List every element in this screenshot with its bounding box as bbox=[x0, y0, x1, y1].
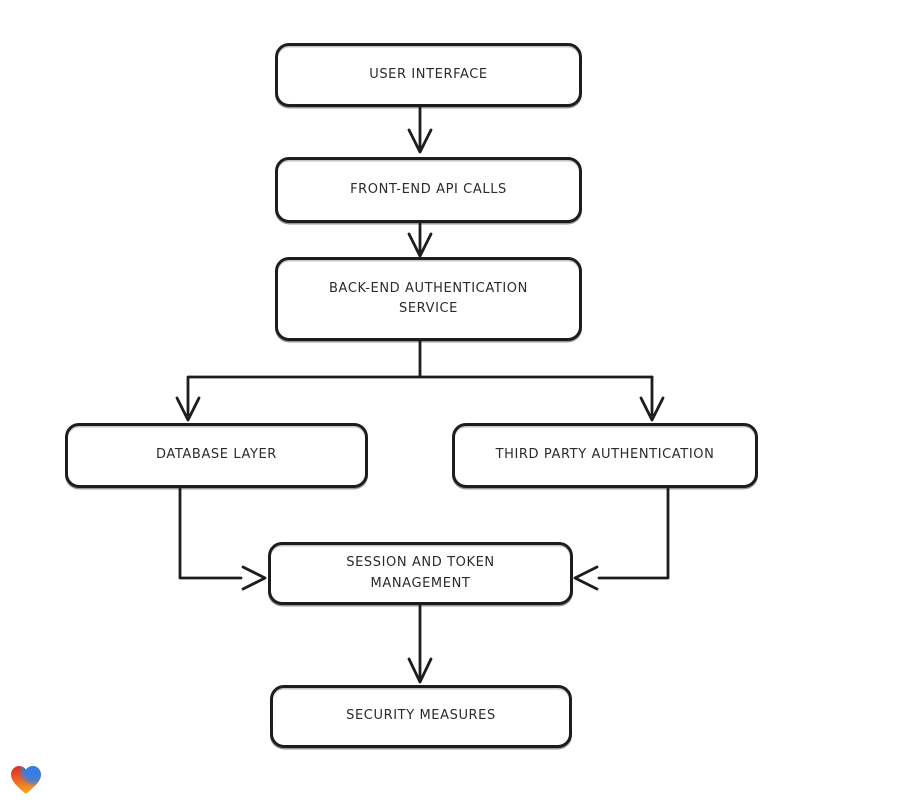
edge-third-party-authentication-to-session-and-token-management bbox=[573, 487, 670, 591]
node-session-and-token-management: SESSION AND TOKEN MANAGEMENT bbox=[268, 542, 573, 605]
node-user-interface-label: USER INTERFACE bbox=[369, 66, 488, 82]
node-session-and-token-management-label: SESSION AND TOKEN MANAGEMENT bbox=[346, 555, 495, 591]
edge-back-end-authentication-service-to-database-layer bbox=[175, 339, 654, 422]
arrowhead-icon bbox=[573, 565, 599, 591]
node-third-party-authentication-label: THIRD PARTY AUTHENTICATION bbox=[495, 447, 715, 463]
arrowhead-icon bbox=[407, 657, 433, 684]
node-back-end-authentication-service: BACK-END AUTHENTICATION SERVICE bbox=[275, 257, 582, 341]
arrowhead-icon bbox=[175, 396, 201, 422]
arrowhead-icon bbox=[639, 396, 665, 422]
node-database-layer: DATABASE LAYER bbox=[65, 423, 368, 488]
arrowhead-icon bbox=[407, 128, 433, 154]
node-front-end-api-calls-label: FRONT-END API CALLS bbox=[350, 181, 507, 197]
edge-user-interface-to-front-end-api-calls bbox=[407, 106, 433, 154]
heart-icon bbox=[11, 766, 41, 794]
edge-back-end-authentication-service-to-third-party-authentication bbox=[639, 375, 665, 422]
node-user-interface: USER INTERFACE bbox=[275, 43, 582, 107]
edge-session-and-token-management-to-security-measures bbox=[407, 604, 433, 684]
node-back-end-authentication-service-label: BACK-END AUTHENTICATION SERVICE bbox=[329, 280, 528, 316]
arrowhead-icon bbox=[407, 232, 433, 258]
heart-logo[interactable] bbox=[8, 762, 44, 798]
node-front-end-api-calls: FRONT-END API CALLS bbox=[275, 157, 582, 223]
arrowhead-icon bbox=[241, 565, 267, 591]
edge-front-end-api-calls-to-back-end-authentication-service bbox=[407, 222, 433, 258]
node-security-measures-label: SECURITY MEASURES bbox=[346, 708, 496, 724]
node-database-layer-label: DATABASE LAYER bbox=[156, 447, 277, 463]
node-third-party-authentication: THIRD PARTY AUTHENTICATION bbox=[452, 423, 758, 488]
node-security-measures: SECURITY MEASURES bbox=[270, 685, 572, 748]
edge-database-layer-to-session-and-token-management bbox=[178, 487, 267, 591]
